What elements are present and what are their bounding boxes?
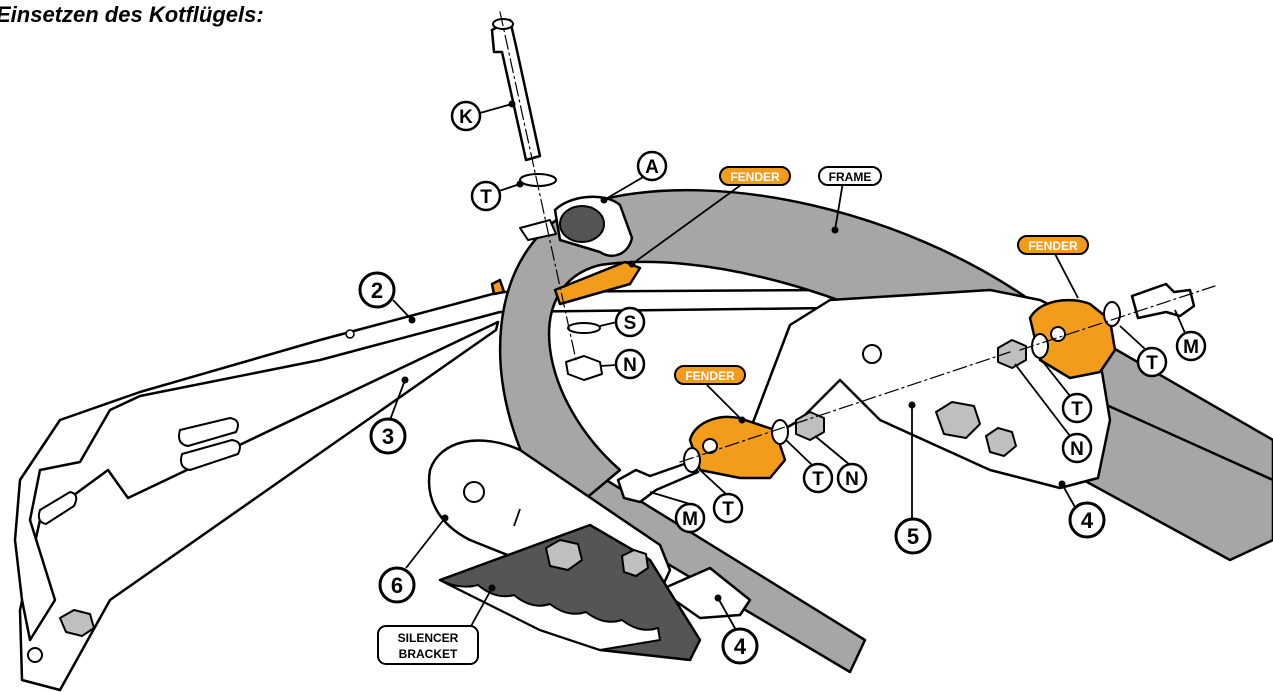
bolt-m-left (616, 460, 700, 504)
callout-n-mid: N (836, 462, 868, 494)
washer (1103, 301, 1121, 327)
tag-fender-left: FENDER (674, 365, 746, 385)
clamp-bore (559, 205, 605, 243)
svg-text:N: N (1070, 439, 1084, 460)
callout-t-right-far: T (1136, 346, 1168, 378)
callout-3: 3 (369, 417, 407, 455)
svg-text:FENDER: FENDER (685, 369, 735, 383)
callout-5: 5 (894, 517, 932, 555)
svg-text:FRAME: FRAME (829, 170, 872, 184)
washer (771, 419, 789, 445)
bracket-hole (862, 344, 882, 364)
callout-t-left: T (712, 492, 744, 524)
silencer-bracket-edge (439, 579, 661, 651)
tag-frame: FRAME (818, 166, 882, 186)
svg-text:3: 3 (382, 424, 394, 449)
callout-2: 2 (358, 271, 396, 309)
nut (997, 339, 1027, 369)
bracket-slot (180, 439, 241, 471)
bolt-k (490, 18, 542, 162)
svg-text:M: M (682, 509, 698, 530)
svg-text:T: T (1071, 399, 1083, 420)
washer-s (567, 322, 601, 334)
bolt-m-right (1130, 282, 1196, 320)
svg-text:T: T (722, 499, 734, 520)
bracket-4-bottom (658, 566, 752, 620)
callout-m-right: M (1175, 330, 1207, 362)
nut (985, 427, 1017, 457)
callout-4-bottom: 4 (721, 627, 759, 665)
nut (935, 401, 981, 439)
fender-mount-top (553, 260, 642, 306)
svg-text:4: 4 (734, 634, 747, 659)
tag-fender-top: FENDER (719, 166, 791, 186)
callout-n-right: N (1061, 432, 1093, 464)
svg-text:K: K (459, 107, 473, 128)
svg-text:2: 2 (371, 278, 383, 303)
callout-k: K (450, 100, 482, 132)
callout-6: 6 (378, 566, 416, 604)
callout-m-left: M (674, 502, 706, 534)
nut (621, 549, 649, 577)
leader-dots (401, 100, 1066, 602)
svg-text:5: 5 (907, 524, 919, 549)
svg-text:T: T (480, 187, 492, 208)
callout-t-top: T (470, 180, 502, 212)
diagram-title: Einsetzen des Kotflügels: (0, 2, 264, 27)
tag-silencer-bracket: SILENCER BRACKET (377, 625, 479, 665)
nut (59, 609, 95, 637)
washer (683, 447, 701, 473)
svg-text:FENDER: FENDER (730, 170, 780, 184)
bracket-3 (18, 320, 500, 692)
callout-4-right: 4 (1068, 501, 1106, 539)
fender-hole (702, 438, 718, 454)
tag-fender-right: FENDER (1017, 235, 1089, 255)
fender-mount-left-edge (490, 278, 506, 296)
nut (545, 539, 583, 571)
svg-text:6: 6 (391, 573, 403, 598)
assembly-axis (499, 11, 1216, 463)
callout-a: A (636, 150, 668, 182)
svg-text:N: N (623, 355, 637, 376)
svg-text:A: A (645, 157, 659, 178)
bracket-hole (345, 329, 355, 339)
svg-text:T: T (1146, 353, 1158, 374)
svg-text:M: M (1183, 337, 1199, 358)
bracket-hole (463, 481, 485, 503)
fender-mount-left (688, 415, 787, 480)
svg-text:S: S (624, 313, 637, 334)
fender-hole (1050, 326, 1066, 342)
svg-text:N: N (845, 469, 859, 490)
svg-text:FENDER: FENDER (1028, 239, 1078, 253)
bracket-5 (750, 288, 1112, 490)
svg-text:T: T (812, 469, 824, 490)
bracket-slot (178, 417, 239, 447)
fender-mount-right (1028, 298, 1117, 380)
svg-text:4: 4 (1081, 508, 1094, 533)
svg-text:BRACKET: BRACKET (399, 647, 458, 661)
washer (1031, 333, 1049, 359)
callout-t-right-upper: T (1061, 392, 1093, 424)
svg-text:SILENCER: SILENCER (398, 631, 459, 645)
callout-n-left: N (614, 348, 646, 380)
nut-n (565, 355, 603, 381)
bracket-slot (37, 491, 78, 525)
callout-t-mid: T (802, 462, 834, 494)
callout-s: S (614, 306, 646, 338)
nut (795, 411, 825, 441)
bracket-hole (27, 647, 43, 663)
leader-lines-hardware (649, 309, 1186, 505)
